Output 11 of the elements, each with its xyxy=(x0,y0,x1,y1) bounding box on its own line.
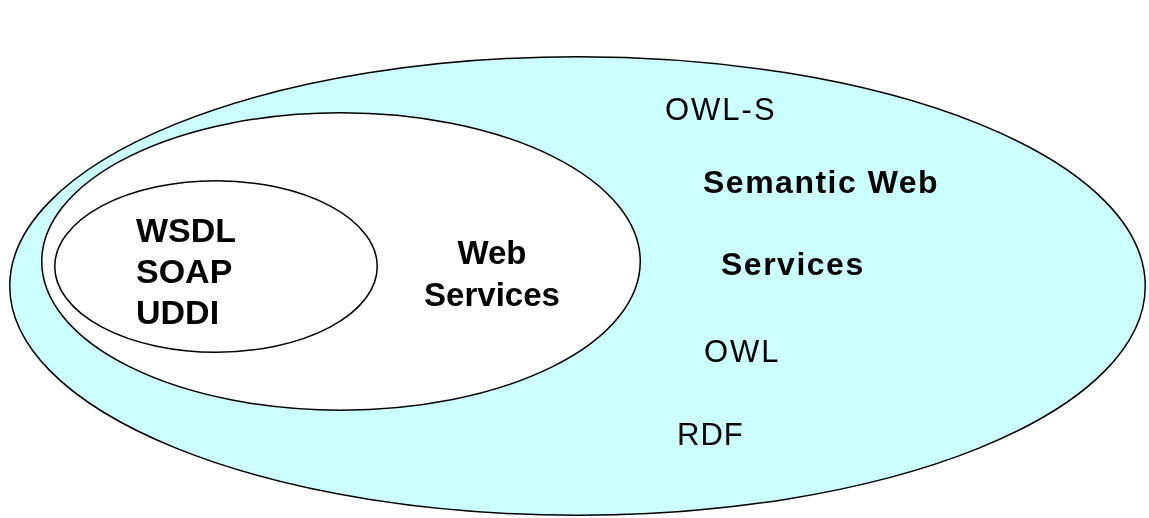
term-label: OWL xyxy=(704,336,781,367)
region-title: Web Services xyxy=(423,233,561,315)
term-label: SOAP xyxy=(136,251,233,292)
outer-ellipse xyxy=(9,56,1146,516)
middle-ellipse xyxy=(41,112,641,411)
term-label: UDDI xyxy=(136,292,220,333)
inner-ellipse xyxy=(54,180,378,353)
term-label: OWL-S xyxy=(665,94,777,125)
term-label: RDF xyxy=(677,419,744,450)
region-title: Semantic Web Services xyxy=(703,163,941,284)
term-label: WSDL xyxy=(136,210,237,251)
